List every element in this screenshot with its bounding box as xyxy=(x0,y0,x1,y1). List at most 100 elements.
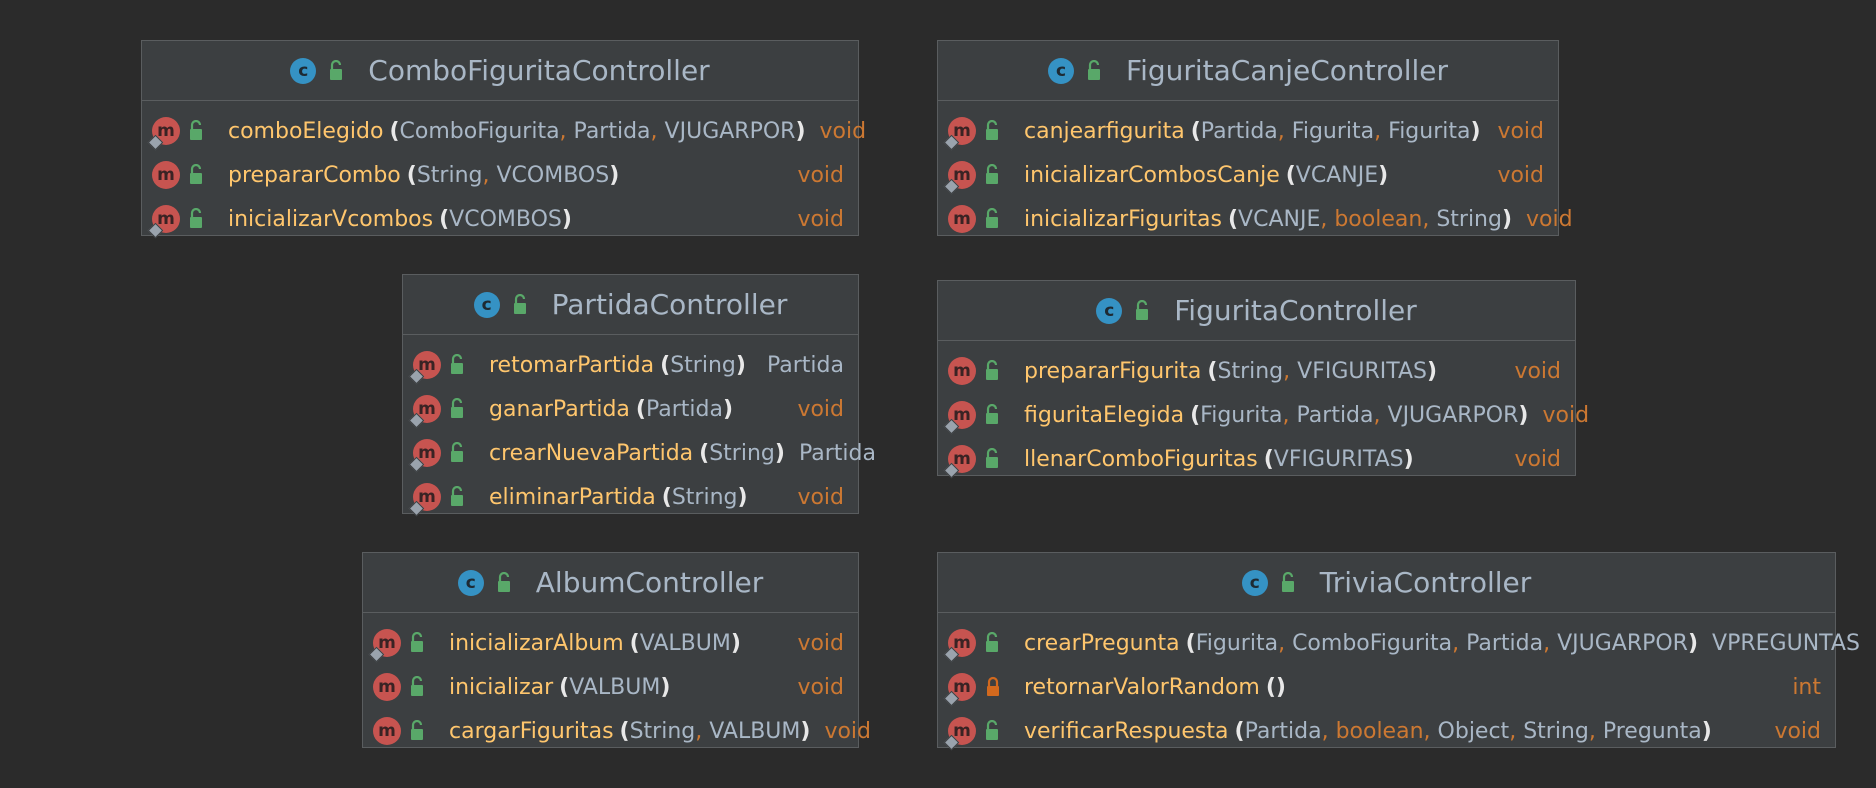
unlock-icon xyxy=(984,447,1002,470)
param-type: VJUGARPOR xyxy=(1557,630,1688,656)
unlock-icon xyxy=(188,119,206,142)
class-name: FiguritaCanjeController xyxy=(1126,54,1448,87)
method-params: (Figurita, Partida, VJUGARPOR) xyxy=(1190,402,1529,428)
return-type: void xyxy=(797,162,844,188)
method-params: (Partida, boolean, Object, String, Pregu… xyxy=(1234,718,1712,744)
return-type: void xyxy=(1542,402,1590,428)
class-c-icon: c xyxy=(457,569,484,596)
method-params: (VCANJE) xyxy=(1285,162,1389,188)
param-type: Pregunta xyxy=(1602,718,1702,744)
return-type: int xyxy=(1792,674,1821,700)
method-params: (VALBUM) xyxy=(559,674,671,700)
class-name: ComboFiguritaController xyxy=(368,54,710,87)
unlock-icon xyxy=(984,163,1002,186)
unlock-icon xyxy=(409,631,427,654)
method-row[interactable]: m prepararCombo(String, VCOMBOS) void xyxy=(142,153,858,197)
unlock-icon xyxy=(1134,299,1152,322)
method-m-icon: m xyxy=(368,629,401,663)
method-name: comboElegido xyxy=(228,118,384,144)
class-c-icon: c xyxy=(290,57,317,84)
unlock-icon xyxy=(984,119,1002,142)
param-type: VCOMBOS xyxy=(449,206,562,232)
override-pin-icon xyxy=(943,690,960,707)
unlock-icon xyxy=(409,719,427,742)
class-name: FiguritaController xyxy=(1174,294,1417,327)
return-type: void xyxy=(1514,358,1561,384)
unlock-icon xyxy=(984,403,1002,426)
param-type: Figurita xyxy=(1291,118,1375,144)
override-pin-icon xyxy=(368,646,385,663)
return-type: void xyxy=(824,718,872,744)
override-pin-icon xyxy=(408,412,425,429)
method-m-icon: m xyxy=(147,117,180,151)
method-params: (VFIGURITAS) xyxy=(1263,446,1414,472)
class-c-icon: c xyxy=(473,291,500,318)
method-name: prepararCombo xyxy=(228,162,401,188)
method-m-icon: m xyxy=(948,357,976,385)
param-type: boolean xyxy=(1335,718,1424,744)
unlock-icon xyxy=(328,59,346,82)
param-type: Partida xyxy=(1200,118,1278,144)
return-type: void xyxy=(797,484,844,510)
lock-icon xyxy=(984,676,1002,698)
return-type: void xyxy=(797,630,844,656)
method-name: figuritaElegida xyxy=(1024,402,1185,428)
param-type: VCANJE xyxy=(1238,206,1321,232)
method-name: crearPregunta xyxy=(1024,630,1180,656)
unlock-icon xyxy=(188,207,206,230)
method-m-icon: m xyxy=(943,629,976,663)
class-header: c ComboFiguritaController xyxy=(142,41,858,101)
override-pin-icon xyxy=(943,734,960,751)
method-name: crearNuevaPartida xyxy=(489,440,694,466)
method-name: canjearfigurita xyxy=(1024,118,1185,144)
override-pin-icon xyxy=(943,418,960,435)
method-name: retomarPartida xyxy=(489,352,655,378)
return-type: VPREGUNTAS xyxy=(1712,630,1860,656)
method-m-icon: m xyxy=(152,161,180,189)
param-type: Partida xyxy=(1296,402,1374,428)
method-m-icon: m xyxy=(408,395,441,429)
param-type: Partida xyxy=(573,118,651,144)
method-params: (String, VCOMBOS) xyxy=(406,162,620,188)
param-type: VCANJE xyxy=(1295,162,1379,188)
param-type: ComboFigurita xyxy=(399,118,560,144)
method-name: ganarPartida xyxy=(489,396,630,422)
unlock-icon xyxy=(1086,59,1104,82)
override-pin-icon xyxy=(943,462,960,479)
param-type: VFIGURITAS xyxy=(1273,446,1404,472)
method-params: (VCOMBOS) xyxy=(439,206,572,232)
param-type: Figurita xyxy=(1195,630,1279,656)
unlock-icon xyxy=(984,631,1002,654)
